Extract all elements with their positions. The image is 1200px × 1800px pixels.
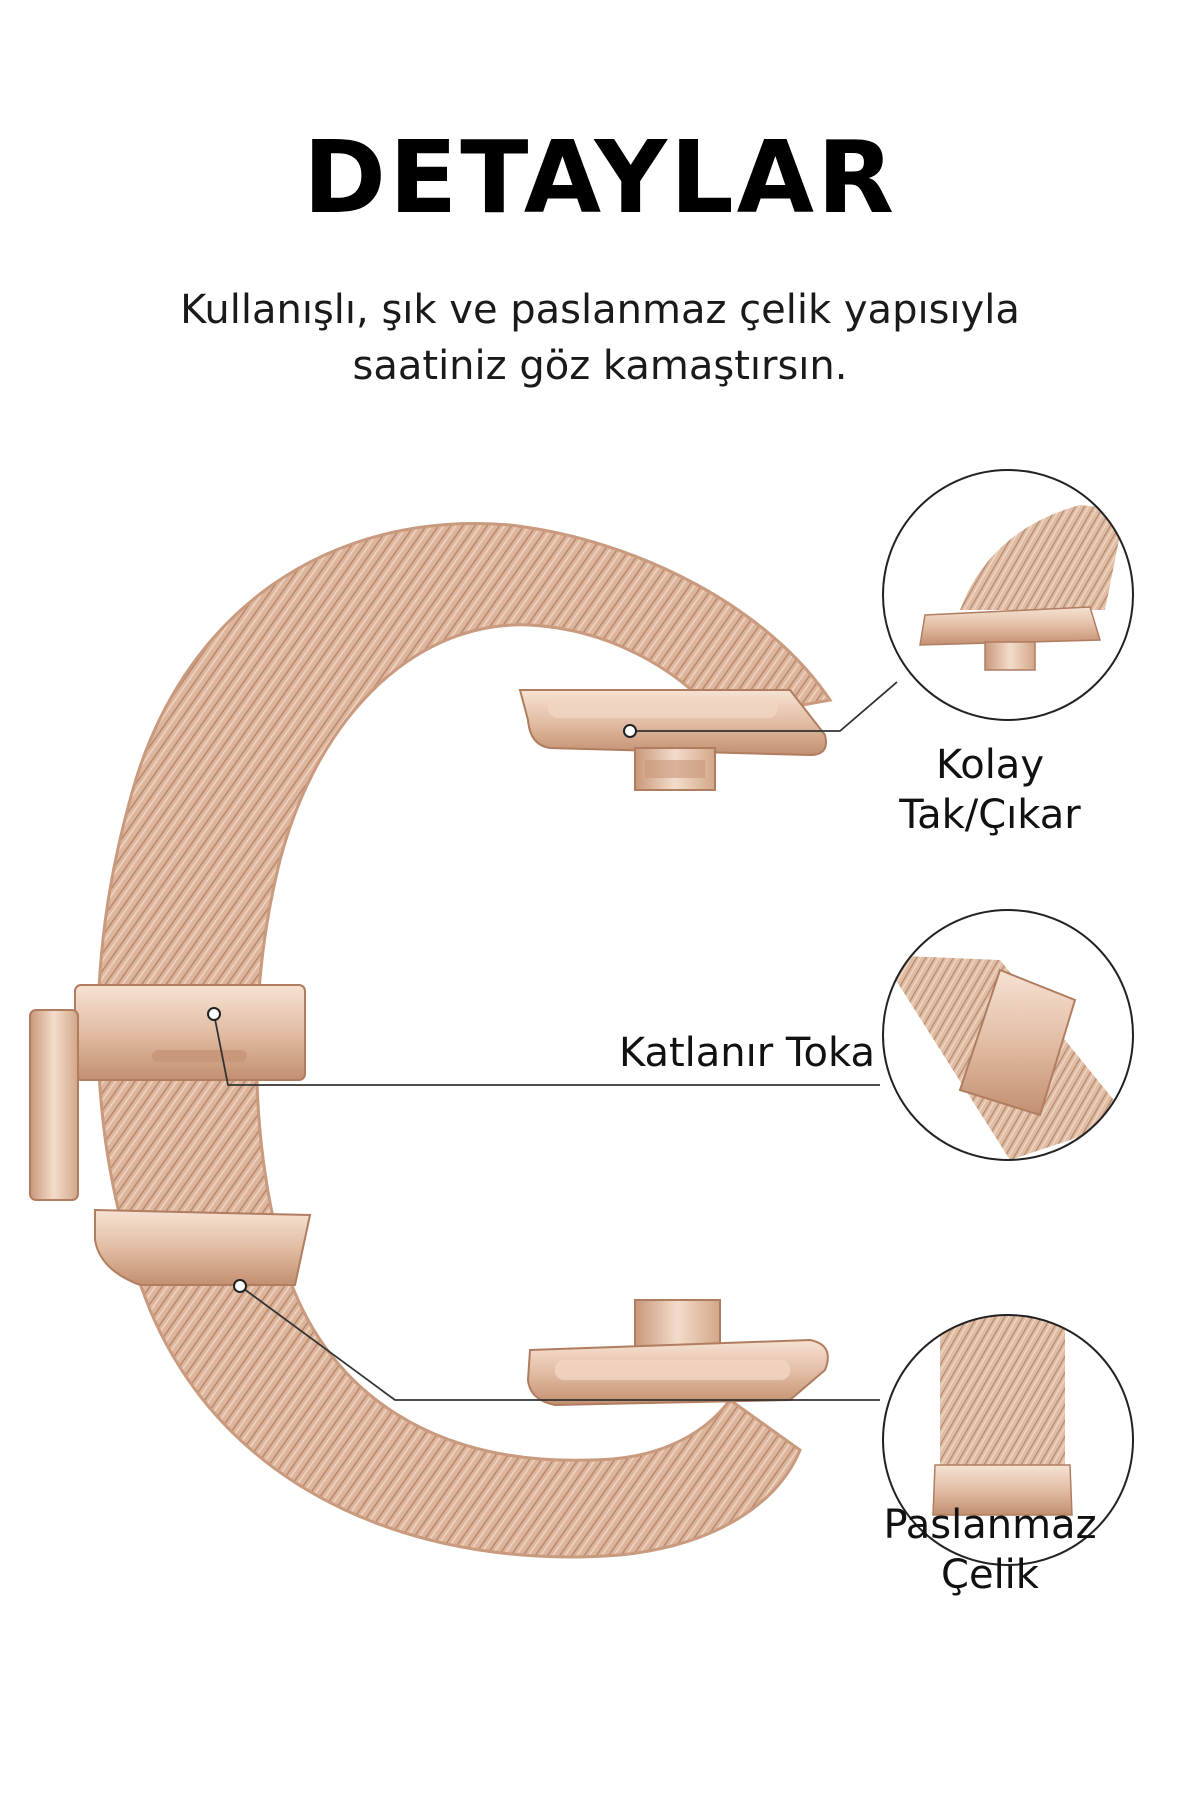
milanese-band	[96, 522, 833, 1559]
easy-attach-line-1: Kolay	[935, 742, 1044, 788]
folding-clasp-icon	[29, 984, 312, 1286]
leader-lines	[213, 681, 898, 1401]
watch-connector-icon	[518, 689, 827, 791]
folding-clasp-text: Katlanır Toka	[618, 1030, 875, 1076]
watch-connector-bottom-icon	[526, 1299, 829, 1407]
feature-label-folding-clasp: Katlanır Toka	[555, 1028, 875, 1078]
easy-attach-line-2: Tak/Çıkar	[899, 792, 1081, 838]
detail-circle-folding-clasp	[882, 909, 1134, 1161]
detail-circle-stainless-steel	[882, 1314, 1134, 1566]
detail-circle-easy-attach	[882, 469, 1134, 721]
stainless-steel-line-2: Çelik	[941, 1552, 1039, 1598]
page-subtitle: Kullanışlı, şık ve paslanmaz çelik yapıs…	[0, 282, 1200, 394]
leader-dots	[207, 724, 637, 1293]
stainless-steel-line-1: Paslanmaz	[883, 1502, 1097, 1548]
feature-label-easy-attach: Kolay Tak/Çıkar	[865, 740, 1115, 840]
subtitle-line-1: Kullanışlı, şık ve paslanmaz çelik yapıs…	[180, 287, 1020, 333]
subtitle-line-2: saatiniz göz kamaştırsın.	[352, 343, 848, 389]
feature-label-stainless-steel: Paslanmaz Çelik	[855, 1500, 1125, 1600]
page-title: DETAYLAR	[302, 119, 898, 236]
